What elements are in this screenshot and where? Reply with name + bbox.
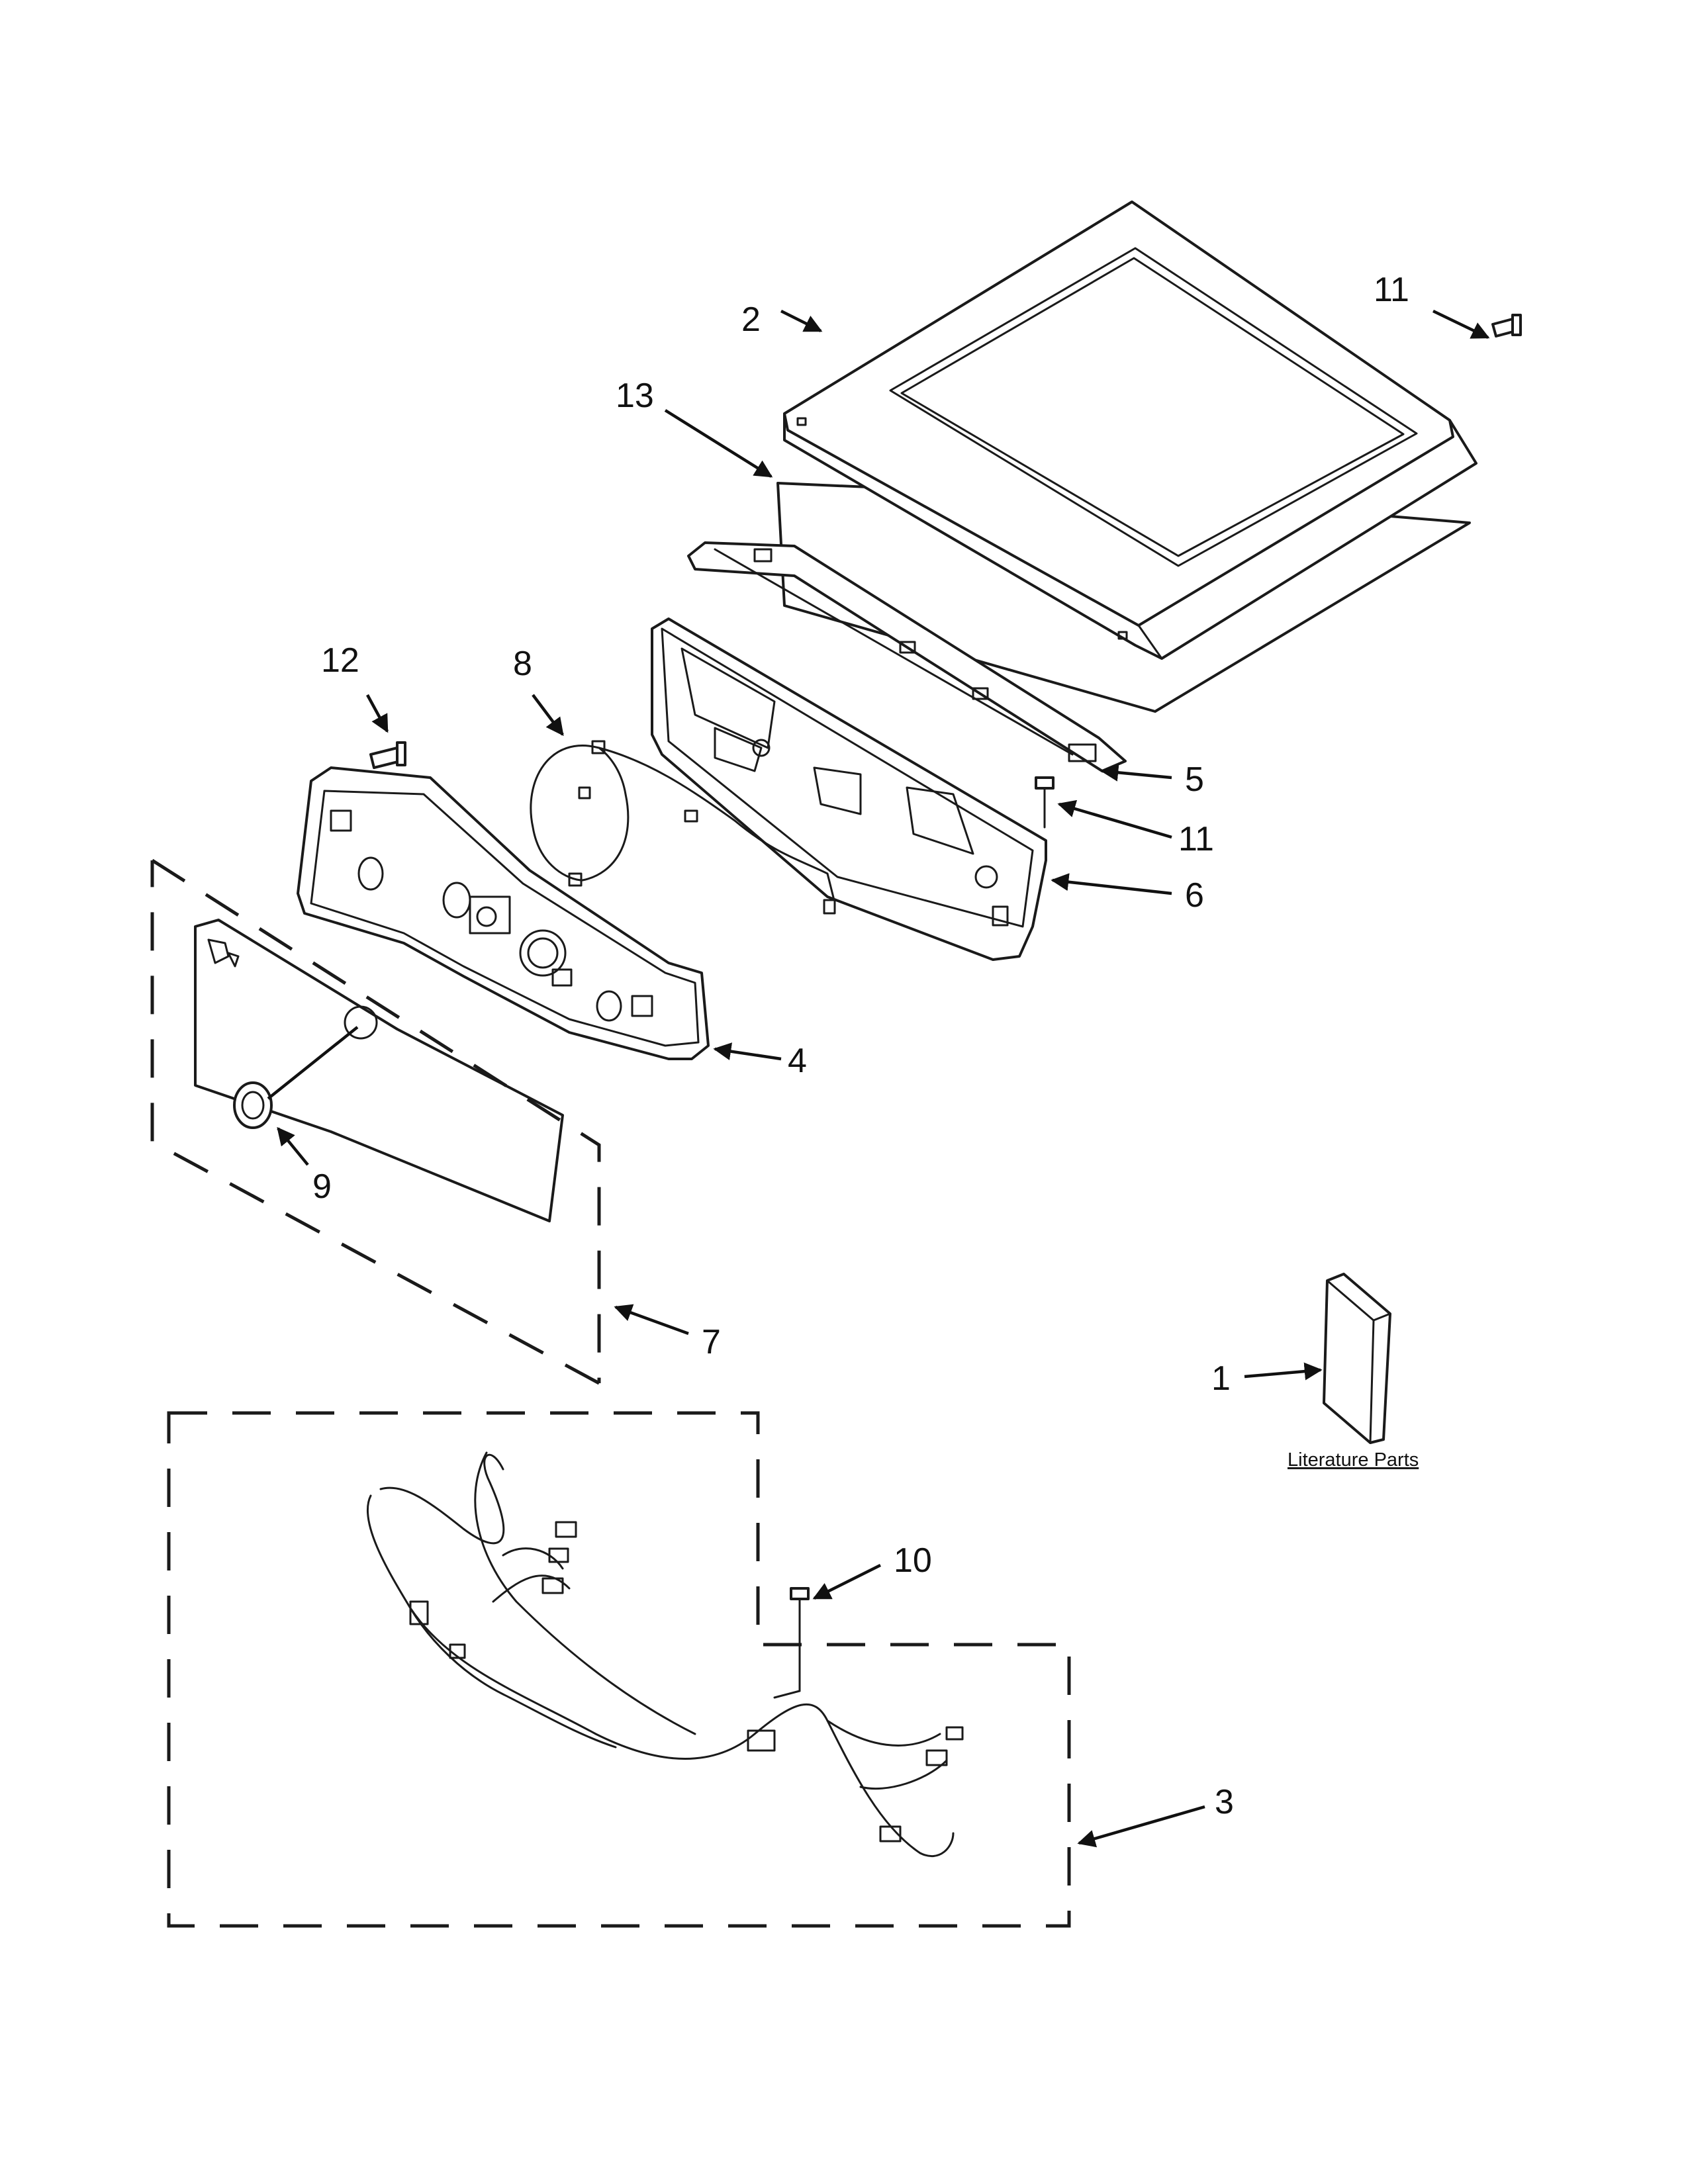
callout-3: 3 [1215,1783,1234,1821]
screw-part-12 [369,741,406,769]
leader-3 [1077,1805,1205,1848]
top-panel-part-2 [783,201,1477,660]
leader-1 [1244,1362,1323,1381]
callout-4: 4 [788,1042,807,1080]
knob-part-9 [233,1026,359,1129]
group-boundary-part-7 [151,858,601,1383]
screw-part-11-top [1491,314,1522,338]
literature-parts-label: Literature Parts [1288,1449,1419,1471]
leader-13 [664,409,773,478]
leader-11-bracket [1057,799,1172,839]
callout-7: 7 [702,1323,721,1361]
callout-12: 12 [321,641,359,680]
bracket-part-5 [687,541,1127,772]
leader-7 [614,1304,689,1336]
leader-5 [1100,763,1172,782]
leader-6 [1051,873,1172,895]
console-overlay-part-7 [194,919,564,1222]
group-boundary-part-3 [167,1411,1071,1928]
literature-book-part-1 [1323,1273,1391,1444]
callout-6: 6 [1185,876,1204,915]
leader-9 [277,1126,309,1166]
callout-10: 10 [894,1541,932,1580]
leader-11-top [1432,309,1490,340]
leader-2 [780,309,823,333]
callout-11-bracket: 11 [1178,820,1214,858]
callout-9: 9 [312,1167,332,1206]
leader-4 [713,1042,782,1061]
callout-13: 13 [616,377,654,415]
callout-11-top: 11 [1374,271,1409,309]
leader-12 [366,694,389,733]
leader-10 [812,1563,882,1600]
wire-harness-part-8 [530,740,836,915]
callout-5: 5 [1185,760,1204,799]
callout-8: 8 [513,645,532,683]
callout-2: 2 [741,300,761,339]
callout-1: 1 [1211,1359,1231,1398]
leader-8 [532,694,564,737]
console-panel-part-4 [297,766,710,1060]
main-harness-part-3 [367,1451,964,1858]
console-back-part-6 [651,617,1047,961]
screw-part-11-bracket [1035,776,1055,829]
